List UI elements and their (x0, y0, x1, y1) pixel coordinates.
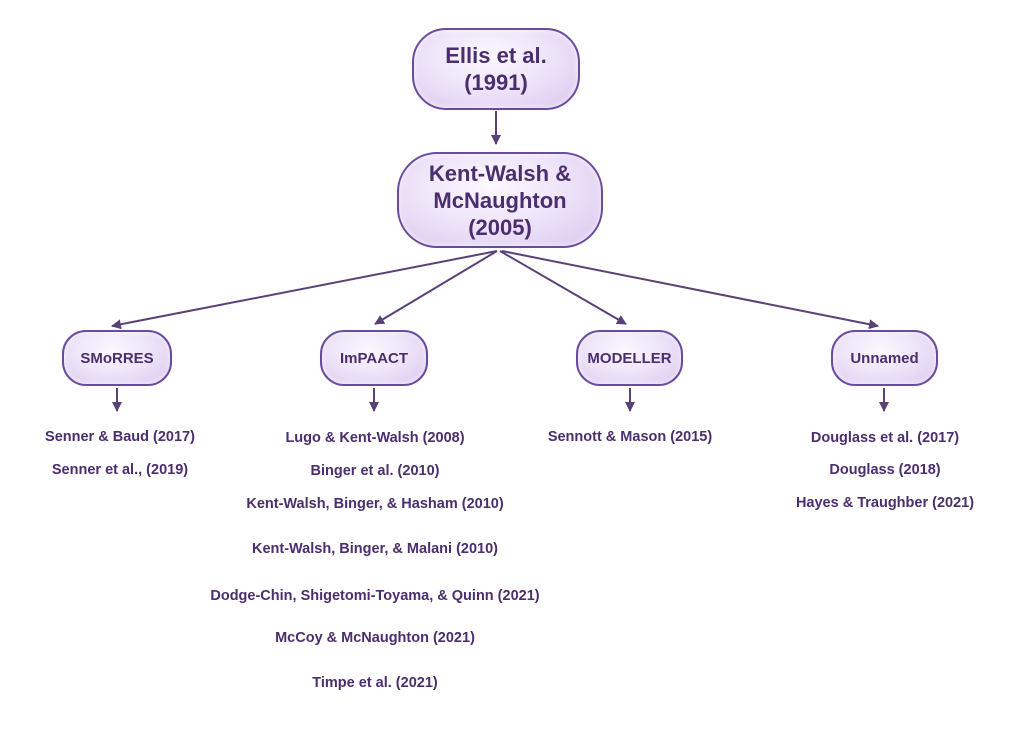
citation: Senner & Baud (2017) (45, 429, 195, 445)
arrow-model-to-smorres (111, 250, 498, 330)
node-impaact: ImPAACT (320, 330, 428, 386)
arrow-model-to-impaact (374, 250, 498, 325)
citation: Dodge-Chin, Shigetomi-Toyama, & Quinn (2… (210, 588, 540, 604)
citation: Senner et al., (2019) (51, 462, 189, 478)
node-label-line: Kent-Walsh & (428, 160, 572, 186)
citation: Kent-Walsh, Binger, & Hasham (2010) (246, 496, 504, 512)
node-label: MODELLER (587, 349, 672, 367)
node-modeller: MODELLER (576, 330, 683, 386)
node-label-line: (1991) (464, 70, 528, 95)
citation: Douglass (2018) (829, 462, 941, 478)
node-ellis-1991: Ellis et al. (1991) (412, 28, 580, 110)
arrow-model-to-modeller (499, 250, 627, 325)
citation: Lugo & Kent-Walsh (2008) (285, 430, 465, 446)
citation: Sennott & Mason (2015) (547, 429, 713, 445)
node-unnamed: Unnamed (831, 330, 938, 386)
citation: McCoy & McNaughton (2021) (275, 630, 475, 646)
citation: Binger et al. (2010) (310, 463, 440, 479)
node-label: ImPAACT (339, 349, 409, 367)
node-smorres: SMoRRES (62, 330, 172, 386)
node-label: SMoRRES (80, 349, 154, 367)
citation: Douglass et al. (2017) (810, 430, 960, 446)
node-label: Unnamed (850, 349, 919, 367)
citation: Timpe et al. (2021) (312, 675, 438, 691)
citation: Hayes & Traughber (2021) (795, 495, 975, 511)
citation: Kent-Walsh, Binger, & Malani (2010) (251, 541, 498, 557)
node-kent-walsh-mcnaughton-2005: Kent-Walsh & McNaughton (2005) (397, 152, 603, 248)
arrow-model-to-unnamed (501, 250, 879, 330)
node-label-line: (2005) (468, 214, 532, 240)
node-label-line: McNaughton (433, 187, 567, 213)
node-label-line: Ellis et al. (445, 43, 547, 68)
